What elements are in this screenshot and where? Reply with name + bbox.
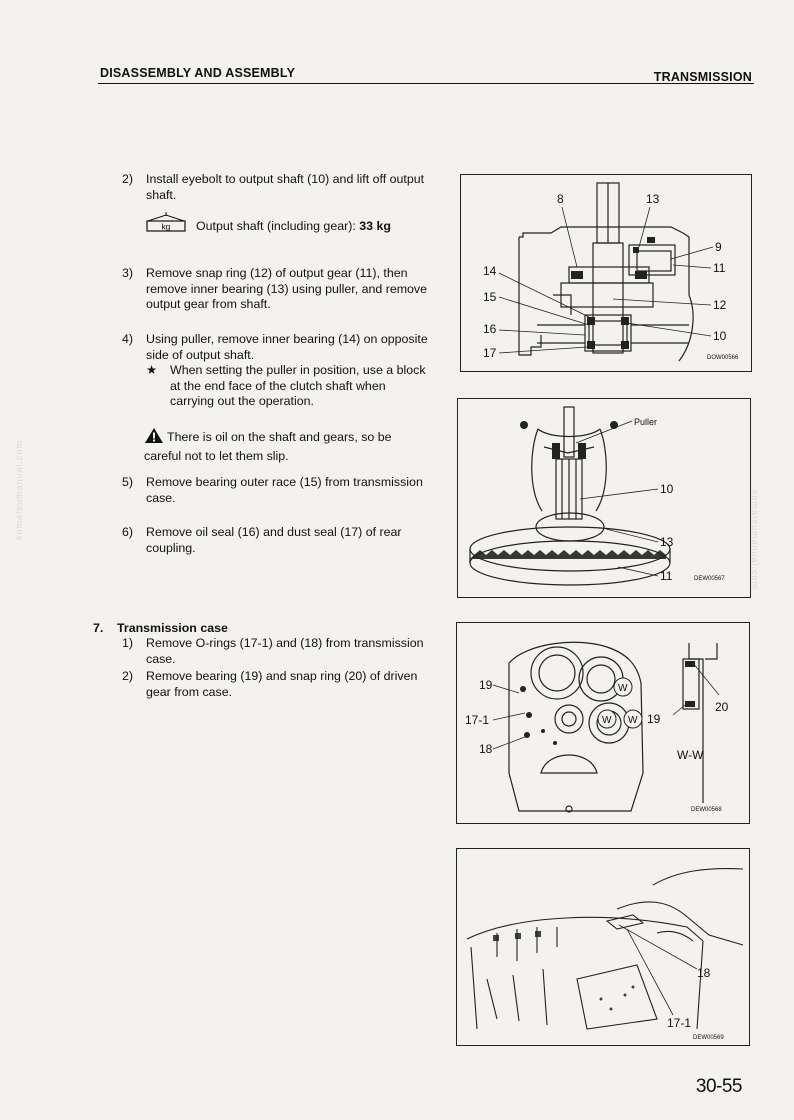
step-2: 2) Install eyebolt to output shaft (10) … (122, 172, 428, 203)
step-text: Remove bearing (19) and snap ring (20) o… (146, 669, 418, 699)
callout-label: 19 (647, 712, 661, 726)
weight-kg-icon: kg (144, 212, 188, 232)
callout-label: 11 (660, 569, 673, 583)
header-rule (98, 83, 754, 84)
callout-label: 17-1 (465, 713, 489, 727)
figure-output-shaft: 8 13 9 11 14 15 12 16 10 17 DOW00566 (460, 174, 752, 372)
watermark-left: komatsumanual.com (14, 439, 24, 540)
weight-spec: Output shaft (including gear): 33 kg (196, 219, 391, 233)
callout-label: Puller (634, 417, 657, 427)
step-number: 6) (122, 525, 134, 539)
section-title-text: Transmission case (117, 621, 228, 635)
callout-label: 18 (479, 742, 493, 756)
step-number: 2) (122, 669, 134, 683)
figure-code: DEW00569 (693, 1035, 724, 1041)
step-number: 4) (122, 332, 134, 346)
step-text: Install eyebolt to output shaft (10) and… (146, 172, 425, 202)
callout-label: 10 (713, 329, 727, 343)
step-text: Remove bearing outer race (15) from tran… (146, 475, 423, 505)
puller-drawing: Puller 10 13 11 DEW00567 (469, 406, 725, 586)
callout-label: 17-1 (667, 1016, 691, 1030)
callout-label: 18 (697, 966, 711, 980)
section-marker: W (618, 683, 628, 694)
callout-label: 20 (715, 700, 729, 714)
page-number: 30-55 (695, 1076, 743, 1097)
figure-code: DEW00567 (694, 576, 725, 582)
o-ring-removal-drawing: 18 17-1 DEW00569 (466, 868, 744, 1041)
callout-label: 15 (483, 290, 497, 304)
section-number: 7. (93, 621, 104, 635)
figure-transmission-case: 19 17-1 18 W W W 20 19 W-W DEW00568 (456, 622, 750, 824)
step-3: 3) Remove snap ring (12) of output gear … (122, 266, 428, 313)
note: ★ When setting the puller in position, u… (146, 363, 428, 410)
figure-o-ring-removal: 18 17-1 DEW00569 (456, 848, 750, 1046)
section-marker: W (628, 715, 638, 726)
section-step-2: 2) Remove bearing (19) and snap ring (20… (122, 669, 428, 700)
section-marker: W (602, 715, 612, 726)
step-number: 5) (122, 475, 134, 489)
step-6: 6) Remove oil seal (16) and dust seal (1… (122, 525, 428, 556)
section-step-1: 1) Remove O-rings (17-1) and (18) from t… (122, 636, 428, 667)
step-text: Using puller, remove inner bearing (14) … (146, 332, 428, 362)
step-text: Remove oil seal (16) and dust seal (17) … (146, 525, 402, 555)
warning-text: There is oil on the shaft and gears, so … (144, 430, 392, 463)
callout-label: 13 (646, 192, 660, 206)
callout-label: 12 (713, 298, 727, 312)
callout-label: 17 (483, 346, 497, 360)
callout-label: 13 (660, 535, 674, 549)
callout-label: 8 (557, 192, 564, 206)
output-shaft-drawing: 8 13 9 11 14 15 12 16 10 17 DOW00566 (483, 182, 739, 362)
callout-label: 10 (660, 482, 674, 496)
step-number: 2) (122, 172, 134, 186)
figure-puller: Puller 10 13 11 DEW00567 (457, 398, 751, 598)
step-number: 3) (122, 266, 134, 280)
warning-block: There is oil on the shaft and gears, so … (144, 427, 430, 464)
transmission-case-drawing: 19 17-1 18 W W W 20 19 W-W DEW00568 (465, 641, 729, 813)
header-section-title: DISASSEMBLY AND ASSEMBLY (100, 66, 296, 80)
callout-label: 14 (483, 264, 497, 278)
step-4: 4) Using puller, remove inner bearing (1… (122, 332, 428, 410)
section-view-label: W-W (677, 748, 704, 762)
section-title: 7. Transmission case (93, 621, 228, 635)
figure-code: DOW00566 (707, 355, 739, 361)
step-text: Remove snap ring (12) of output gear (11… (146, 266, 428, 311)
note-text: When setting the puller in position, use… (170, 363, 426, 408)
watermark-right: komatsumanual.com (750, 490, 760, 591)
callout-label: 9 (715, 240, 722, 254)
step-number: 1) (122, 636, 134, 650)
star-icon: ★ (146, 363, 158, 377)
weight-value: 33 kg (359, 219, 391, 233)
step-text: Remove O-rings (17-1) and (18) from tran… (146, 636, 424, 666)
callout-label: 11 (713, 261, 726, 275)
callout-label: 19 (479, 678, 493, 692)
step-5: 5) Remove bearing outer race (15) from t… (122, 475, 428, 506)
warning-triangle-icon (144, 427, 164, 449)
figure-code: DEW00568 (691, 807, 722, 813)
callout-label: 16 (483, 322, 497, 336)
header-chapter-title: TRANSMISSION (653, 70, 752, 84)
weight-label: Output shaft (including gear): (196, 219, 356, 233)
weight-icon-text: kg (162, 223, 170, 232)
